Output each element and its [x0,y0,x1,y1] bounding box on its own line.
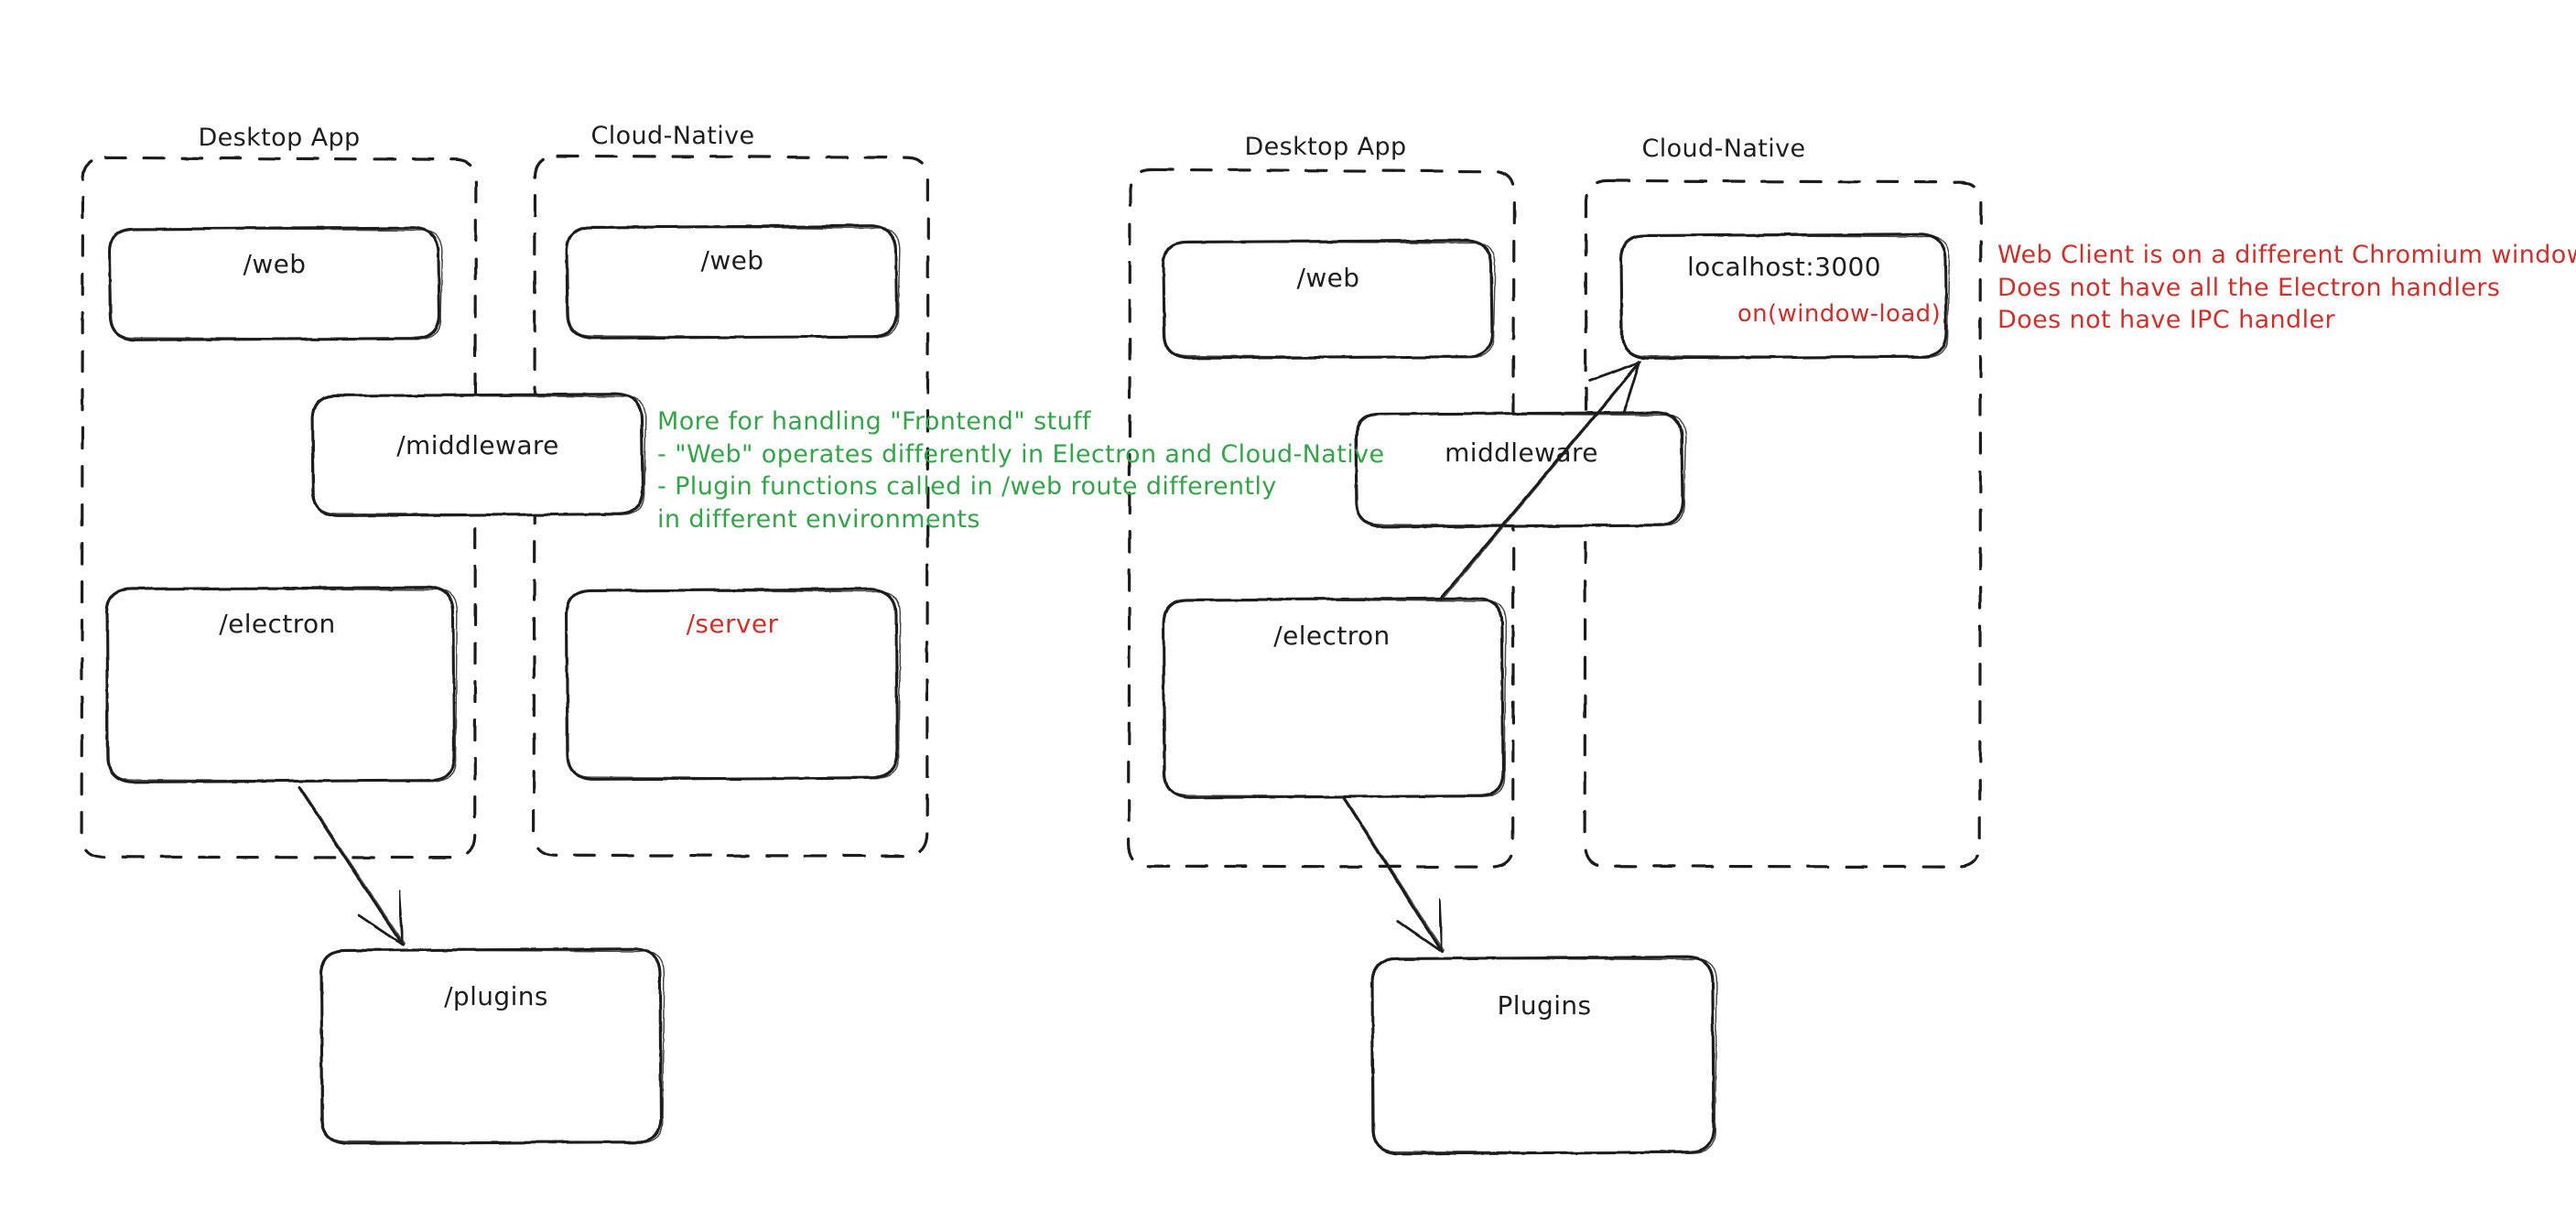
note-line: - "Web" operates differently in Electron… [657,439,1385,469]
node-left-middleware [310,393,647,517]
node-right-electron [1162,597,1508,799]
node-label-right-web-desktop: /web [1296,263,1360,293]
group-right-desktop-app [1127,168,1516,869]
note-line: Web Client is on a different Chromium wi… [1997,241,2576,269]
node-label-right-middleware: middleware [1445,438,1598,468]
node-left-web-cloud [565,224,902,340]
node-sublabel-right-localhost: on(window-load) [1737,300,1942,328]
group-left-desktop-app [80,156,478,859]
node-label-right-electron: /electron [1273,621,1391,651]
group-label-left-desktop-app: Desktop App [198,124,361,152]
node-right-web-desktop [1162,239,1497,360]
group-label-right-desktop-app: Desktop App [1244,133,1407,161]
vector-root [80,154,1983,1155]
node-label-left-electron: /electron [219,609,336,639]
group-right-cloud-native [1583,178,1983,869]
node-label-left-web-desktop: /web [243,249,307,279]
arrow-right-electron-to-localhost [1438,361,1642,601]
note-line: - Plugin functions called in /web route … [657,472,1277,502]
group-left-cloud-native [532,154,930,858]
note-right-red-note: Web Client is on a different Chromium wi… [1997,239,2576,337]
node-left-plugins [319,947,666,1145]
node-label-left-server: /server [686,609,779,639]
node-right-plugins [1370,956,1718,1155]
note-line: More for handling "Frontend" stuff [657,407,1091,436]
note-line: Does not have all the Electron handlers [1997,273,2501,302]
node-label-left-middleware: /middleware [396,430,559,460]
arrow-right-electron-to-plugins [1342,796,1445,954]
group-label-left-cloud-native: Cloud-Native [590,122,755,150]
node-left-web-desktop [107,226,444,341]
node-left-server [565,588,902,781]
node-label-left-plugins: /plugins [444,981,548,1011]
note-line: in different environments [657,504,980,534]
node-label-right-plugins: Plugins [1497,990,1592,1021]
node-right-middleware [1354,411,1687,528]
node-left-electron [105,586,459,784]
node-label-right-localhost: localhost:3000 [1687,252,1881,282]
group-label-right-cloud-native: Cloud-Native [1641,135,1806,163]
node-label-left-web-cloud: /web [700,245,764,276]
note-left-green-note: More for handling "Frontend" stuff - "Web… [657,405,1385,536]
note-line: Does not have IPC handler [1997,306,2336,335]
node-right-localhost [1619,232,1951,360]
arrow-left-electron-to-plugins [298,786,406,946]
